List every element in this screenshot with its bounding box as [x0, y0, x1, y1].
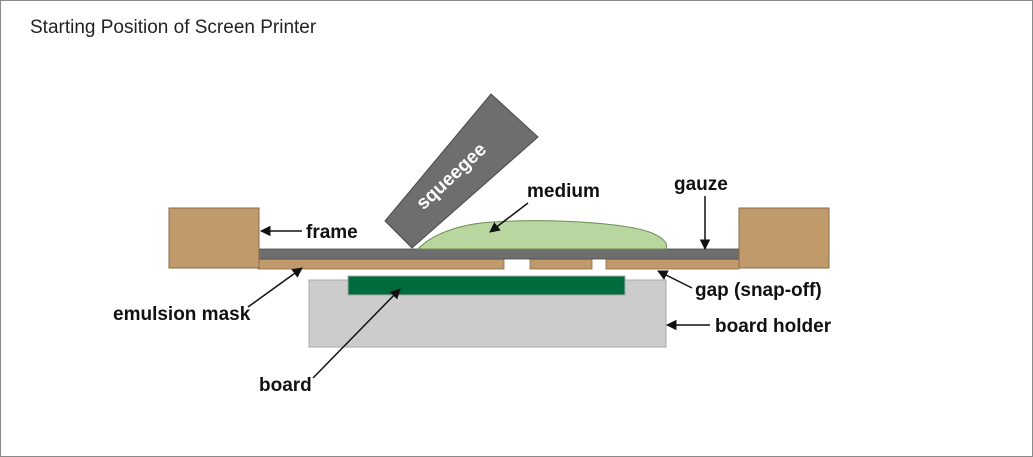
gauze-label: gauze — [674, 174, 728, 195]
diagram-title: Starting Position of Screen Printer — [30, 17, 317, 38]
emulsion-mask-arrow — [247, 267, 303, 308]
frame-right — [738, 207, 830, 269]
frame-label: frame — [306, 222, 358, 243]
gap-arrow — [657, 270, 693, 289]
board-holder-label: board holder — [715, 316, 832, 337]
emulsion-mask-right — [605, 258, 740, 270]
frame-left — [168, 207, 260, 269]
board — [347, 275, 626, 296]
medium-paste — [416, 220, 668, 250]
gauze — [257, 248, 741, 260]
medium-label: medium — [527, 181, 600, 202]
board-label: board — [259, 375, 312, 396]
medium-arrow — [489, 202, 529, 233]
emulsion-mask-middle — [529, 258, 593, 270]
emulsion-mask-left — [257, 258, 505, 270]
gap-label: gap (snap-off) — [695, 280, 822, 301]
emulsion-mask-label: emulsion mask — [113, 304, 251, 325]
board-arrow — [312, 288, 401, 379]
squeegee — [384, 93, 539, 249]
